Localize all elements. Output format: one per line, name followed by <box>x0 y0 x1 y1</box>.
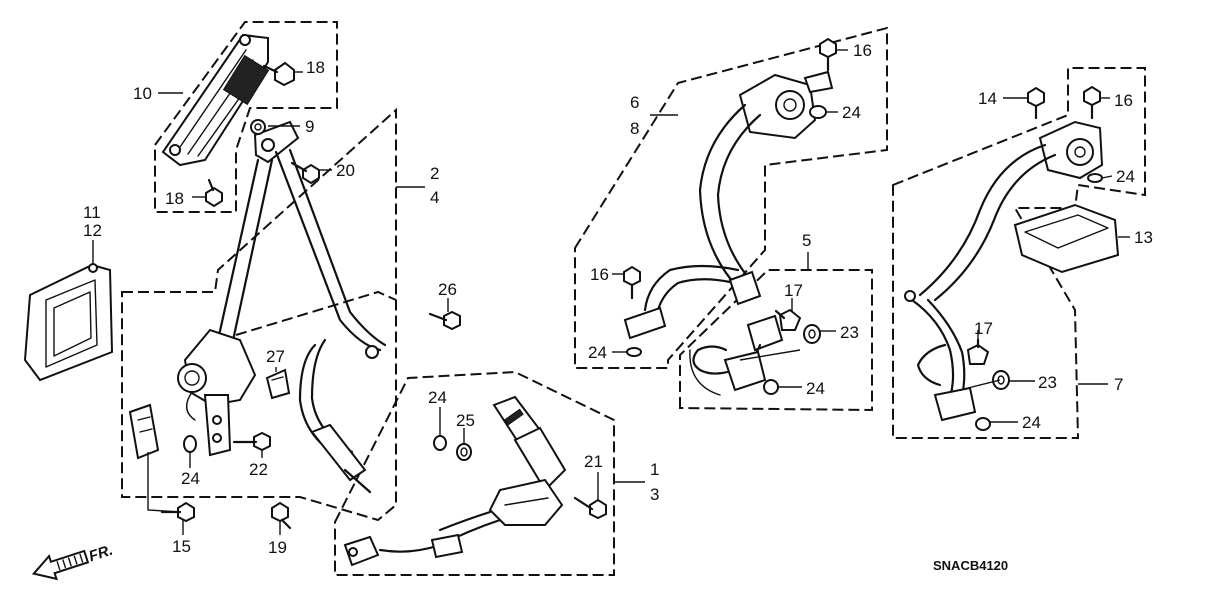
part-23-nut-center <box>803 324 821 344</box>
part-24-washer-rear-mid <box>626 347 642 357</box>
front-direction-label: FR. <box>87 542 115 566</box>
callout-24-side-top: 24 <box>1116 167 1135 186</box>
part-24-washer-front <box>183 435 197 453</box>
callout-26: 26 <box>438 280 457 299</box>
callout-24-center: 24 <box>806 379 825 398</box>
callout-24-front: 24 <box>181 469 200 488</box>
part-27-clip <box>265 368 291 400</box>
part-24-washer-buckle <box>433 435 447 451</box>
callout-24-buckle: 24 <box>428 388 447 407</box>
part-18-bolt-upper <box>262 61 303 87</box>
callout-22: 22 <box>249 460 268 479</box>
callout-2: 2 <box>430 164 439 183</box>
callout-17-center: 17 <box>784 281 803 300</box>
part-17-bolt-side <box>966 338 990 365</box>
callout-6: 6 <box>630 93 639 112</box>
callout-25: 25 <box>456 411 475 430</box>
callout-13: 13 <box>1134 228 1153 247</box>
side-bracket <box>128 403 181 513</box>
callout-23-center: 23 <box>840 323 859 342</box>
leader-lines <box>92 49 1130 535</box>
part-24-washer-rear-top <box>809 105 827 119</box>
boundary-rear-side-belt-group <box>892 67 1146 439</box>
boundary-lap-anchor-group <box>235 290 397 336</box>
part-11-pillar-cover <box>23 263 114 382</box>
callout-24-rear-mid: 24 <box>588 343 607 362</box>
part-23-nut-side <box>992 370 1010 390</box>
callout-8: 8 <box>630 119 639 138</box>
part-24-washer-side-bottom <box>975 417 991 431</box>
callout-3: 3 <box>650 485 659 504</box>
part-22-bolt <box>232 431 271 452</box>
part-24-washer-side-top <box>1087 173 1103 183</box>
callout-20: 20 <box>336 161 355 180</box>
part-16-bolt-side <box>1083 85 1101 120</box>
part-25-nut <box>456 443 472 461</box>
part-9-washer <box>250 119 266 135</box>
part-15-bolt <box>160 501 195 523</box>
callout-15: 15 <box>172 537 191 556</box>
part-26-bolt <box>428 310 461 331</box>
callout-16-rear-top: 16 <box>853 41 872 60</box>
part-24-washer-center <box>763 379 779 395</box>
part-16-bolt-rear-top <box>819 37 837 72</box>
part-21-bolt <box>573 496 607 520</box>
part-10-shoulder-adjuster <box>161 33 270 167</box>
callout-1: 1 <box>650 460 659 479</box>
callout-19: 19 <box>268 538 287 557</box>
callout-labels: 10 18 18 9 20 2 4 11 12 26 27 24 22 15 1… <box>83 41 1153 557</box>
callout-9: 9 <box>305 117 314 136</box>
callout-11: 11 <box>83 203 101 222</box>
group-boundaries <box>121 21 1146 576</box>
boundary-front-belt-group <box>121 107 397 522</box>
callout-27: 27 <box>266 347 285 366</box>
callout-23-side: 23 <box>1038 373 1057 392</box>
boundary-rear-center-belt-group <box>574 26 888 369</box>
part-13-storage-tray <box>1013 203 1120 274</box>
callout-24-rear-top: 24 <box>842 103 861 122</box>
boundary-buckle-group <box>334 370 615 576</box>
diagram-code: SNACB4120 <box>933 558 1008 573</box>
part-18-bolt-lower <box>205 178 223 208</box>
callout-4: 4 <box>430 188 439 207</box>
front-arrow-icon <box>31 549 90 581</box>
part-20-bolt <box>290 161 320 185</box>
boundary-rear-buckle-group <box>679 269 873 412</box>
part-5-rear-buckle <box>689 314 784 396</box>
callout-16-rear-mid: 16 <box>590 265 609 284</box>
part-7-rear-side-belt <box>904 120 1104 422</box>
callout-12: 12 <box>83 221 102 240</box>
callout-14: 14 <box>978 89 997 108</box>
callout-10: 10 <box>133 84 152 103</box>
callout-18-upper: 18 <box>306 58 325 77</box>
part-14-bolt <box>1027 86 1045 120</box>
callout-17-side: 17 <box>974 319 993 338</box>
callout-18-lower: 18 <box>165 189 184 208</box>
part-1-front-buckle <box>343 395 567 567</box>
front-direction-indicator: FR. <box>31 542 115 581</box>
callout-24-side-bottom: 24 <box>1022 413 1041 432</box>
part-16-bolt-rear-mid <box>623 265 641 300</box>
part-19-bolt <box>271 501 292 530</box>
callout-16-side: 16 <box>1114 91 1133 110</box>
part-17-bolt-center <box>774 308 802 331</box>
part-2-front-seat-belt <box>177 120 387 494</box>
callout-21: 21 <box>584 452 603 471</box>
callout-7: 7 <box>1114 375 1123 394</box>
callout-5: 5 <box>802 231 811 250</box>
boundary-upper-anchor-group <box>154 21 338 213</box>
part-6-rear-belt <box>623 70 834 340</box>
